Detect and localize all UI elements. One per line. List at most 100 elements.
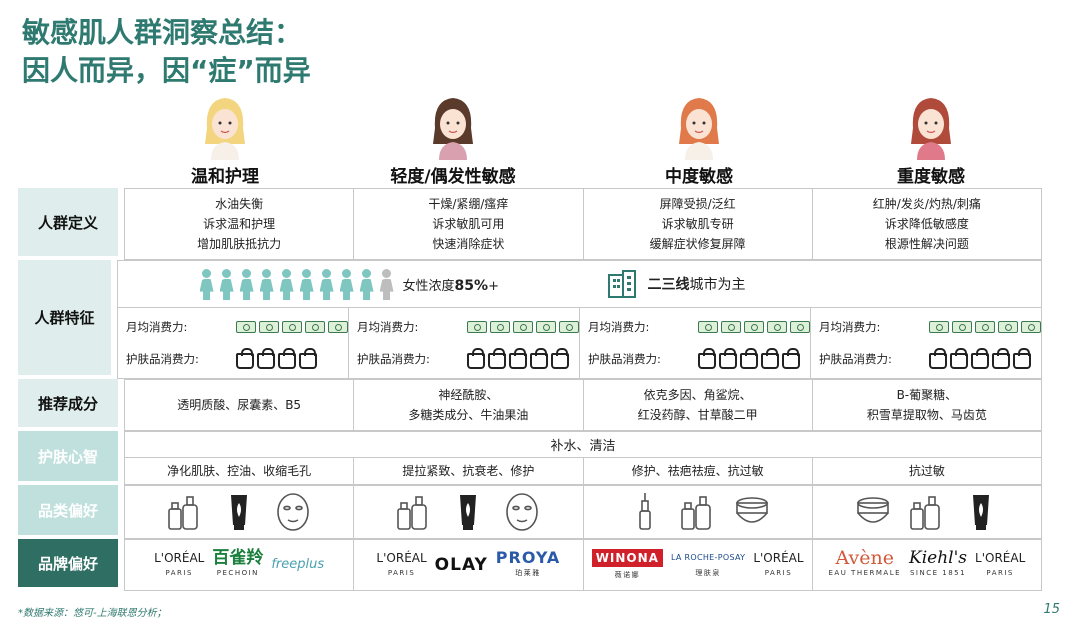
persona-name: 轻度/偶发性敏感 (390, 167, 516, 187)
face-mask-icon (506, 493, 539, 531)
brand-name: L'ORÉAL (753, 550, 804, 565)
brand-subtitle: 珀莱雅 (515, 568, 541, 577)
person-icon (299, 269, 315, 300)
shopping-bag-icon (719, 348, 737, 369)
money-icons (467, 321, 579, 333)
title-line-1: 敏感肌人群洞察总结： (22, 16, 303, 49)
shopping-bag-icon (1013, 348, 1031, 369)
skincare-spend-row: 护肤品消费力: (118, 343, 348, 375)
tube-icon (231, 495, 248, 530)
row-label-mind: 护肤心智 (18, 431, 118, 481)
brand-logo: freeplus (271, 558, 324, 572)
consumption-cell: 月均消费力:护肤品消费力: (349, 308, 580, 379)
brand-name: OLAY (434, 555, 488, 575)
shopping-bag-icon (782, 348, 800, 369)
ingredient-line: 透明质酸、尿囊素、B5 (177, 398, 302, 412)
female-ratio-label: 女性浓度 (402, 278, 455, 294)
money-icon (744, 321, 764, 333)
person-icon (219, 269, 235, 300)
money-icon (467, 321, 487, 333)
female-ratio-text: 女性浓度85%+ (403, 275, 499, 294)
definition-line: 红肿/发炎/灼热/刺痛 (872, 197, 981, 211)
skincare-spend-row: 护肤品消费力: (349, 343, 579, 375)
money-icon (259, 321, 279, 333)
mind-cell: 净化肌肤、控油、收缩毛孔 (124, 458, 355, 485)
shopping-bag-icon (740, 348, 758, 369)
definition-line: 缓解症状修复屏障 (649, 237, 746, 251)
bag-icons (929, 348, 1031, 369)
persona-name: 重度敏感 (897, 167, 965, 187)
ingredient-cell: 透明质酸、尿囊素、B5 (124, 380, 355, 431)
money-icon (328, 321, 348, 333)
shopping-bag-icon (929, 348, 947, 369)
money-icon (975, 321, 995, 333)
monthly-spend-label: 月均消费力: (819, 320, 881, 334)
bottles-icon (168, 496, 198, 530)
shopping-bag-icon (509, 348, 527, 369)
money-icon (698, 321, 718, 333)
definition-line: 干燥/紧绷/瘙痒 (428, 197, 509, 211)
page-title: 敏感肌人群洞察总结： 因人而异，因“症”而异 (22, 14, 311, 90)
persona-3: 中度敏感 (584, 92, 814, 188)
money-icon (490, 321, 510, 333)
female-ratio-suffix: + (488, 278, 499, 294)
money-icon (998, 321, 1018, 333)
brand-subtitle: 薇诺娜 (614, 570, 641, 579)
face-mask-icon (277, 493, 309, 531)
shopping-bag-icon (992, 348, 1010, 369)
category-cell (354, 486, 584, 539)
brand-subtitle: PECHOIN (216, 568, 259, 577)
bag-icons (236, 348, 317, 369)
money-icons (236, 321, 348, 333)
brand-name: L'ORÉAL (376, 550, 427, 565)
mind-cell: 提拉紧致、抗衰老、修护 (354, 458, 584, 485)
persona-2: 轻度/偶发性敏感 (338, 92, 568, 188)
persona-4: 重度敏感 (816, 92, 1046, 188)
shopping-bag-icon (551, 348, 569, 369)
bottles-icon (680, 496, 711, 530)
money-icon (767, 321, 787, 333)
brand-name: freeplus (271, 557, 325, 572)
money-icon (282, 321, 302, 333)
category-cell (583, 486, 813, 539)
money-icons (929, 321, 1041, 333)
brand-name: Kiehl's (909, 547, 968, 568)
ingredient-line: B-葡聚糖、 (896, 388, 958, 402)
definition-line: 诉求降低敏感度 (884, 217, 969, 231)
brand-name: 百雀羚 (212, 547, 264, 568)
definition-cell: 水油失衡诉求温和护理增加肌肤抵抗力 (124, 189, 355, 260)
insight-table: 人群定义 水油失衡诉求温和护理增加肌肤抵抗力干燥/紧绷/瘙痒诉求敏肌可用快速消除… (18, 188, 1042, 591)
woman-blonde-worried-icon (679, 98, 719, 160)
row-label-category: 品类偏好 (18, 485, 118, 535)
category-cell (124, 486, 355, 539)
ingredient-cell: 神经酰胺、多糖类成分、牛油果油 (354, 380, 584, 431)
brand-logo: OLAY (434, 555, 488, 575)
ingredient-line: 多糖类成分、牛油果油 (408, 408, 529, 422)
money-icons (698, 321, 810, 333)
monthly-spend-label: 月均消费力: (126, 320, 188, 334)
persona-name: 中度敏感 (665, 167, 733, 187)
money-icon (952, 321, 972, 333)
person-icon (379, 269, 395, 300)
money-icon (1021, 321, 1041, 333)
ingredient-cell: 依克多因、角鲨烷、红没药醇、甘草酸二甲 (583, 380, 813, 431)
title-line-2: 因人而异，因“症”而异 (22, 54, 311, 87)
shopping-bag-icon (761, 348, 779, 369)
definition-line: 增加肌肤抵抗力 (197, 237, 282, 251)
consumption-cell: 月均消费力:护肤品消费力: (811, 308, 1042, 379)
ingredient-line: 红没药醇、甘草酸二甲 (637, 408, 758, 422)
row-label-ingredients: 推荐成分 (18, 379, 118, 427)
brand-subtitle: 理肤泉 (695, 568, 721, 577)
shopping-bag-icon (971, 348, 989, 369)
monthly-spend-row: 月均消费力: (811, 311, 1041, 343)
consumption-cell: 月均消费力: 护肤品消费力: (117, 308, 349, 379)
money-icon (790, 321, 810, 333)
brand-name: PROYA (495, 547, 561, 567)
